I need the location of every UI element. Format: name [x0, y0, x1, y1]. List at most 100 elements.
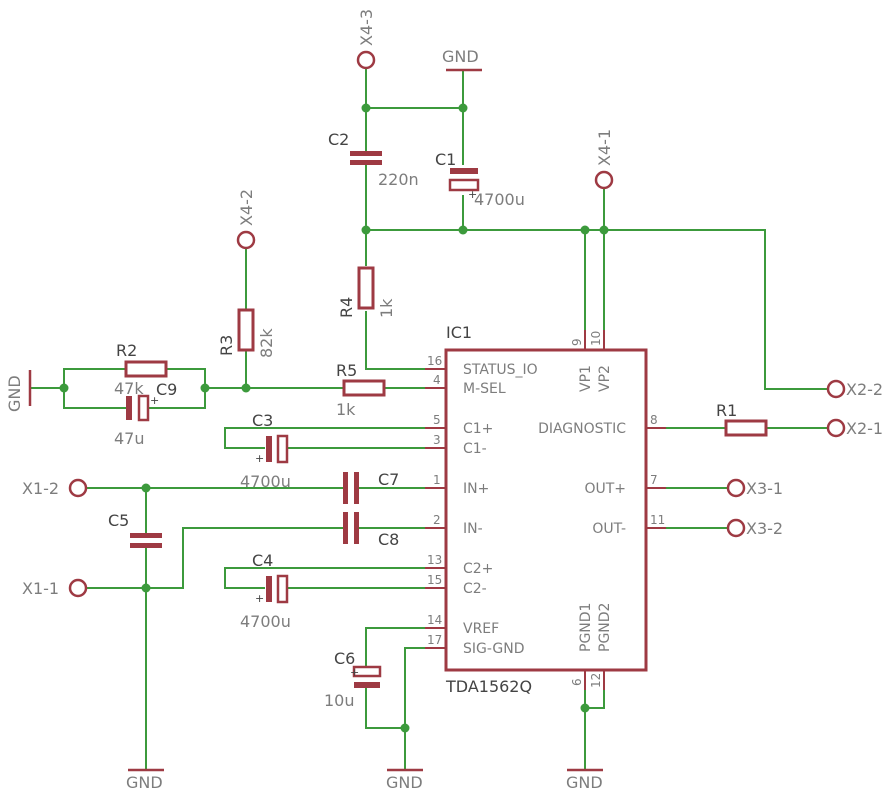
ground-bottom-1: GND [126, 768, 164, 792]
pin-label-vp2: VP2 [597, 365, 613, 392]
pin-label-siggnd: SIG-GND [463, 641, 525, 657]
connector-x4-2: X4-2 [236, 189, 256, 250]
capacitor-c6: + C6 10u [324, 649, 382, 710]
ground-bottom-1-label: GND [126, 773, 163, 792]
r5-value: 1k [336, 400, 356, 419]
ground-bottom-3: GND [566, 768, 603, 792]
x3-1-label: X3-1 [746, 479, 783, 498]
c1-plus: + [468, 188, 477, 201]
ground-top: GND [442, 47, 482, 72]
pin-label-pgnd2: PGND2 [597, 603, 613, 652]
ground-bottom-3-label: GND [566, 773, 603, 792]
pin-label-inm: IN- [463, 521, 483, 537]
connector-x4-3: X4-3 [356, 9, 376, 70]
pin-num-8: 8 [650, 413, 658, 427]
pin-label-vref: VREF [463, 621, 499, 637]
ic1-body [444, 348, 648, 672]
capacitor-c1: + C1 4700u [435, 150, 525, 209]
connector-x3-1: X3-1 [726, 478, 783, 498]
ic1-name: IC1 [446, 323, 472, 342]
pin-num-14: 14 [427, 613, 442, 627]
resistor-r4: R4 1k [337, 266, 396, 318]
pin-label-pgnd1: PGND1 [578, 603, 594, 652]
c9-name: C9 [156, 380, 177, 399]
c8-name: C8 [378, 530, 399, 549]
resistor-r5: R5 1k [336, 361, 386, 419]
capacitor-c8: C8 [343, 512, 399, 549]
pin-num-7: 7 [650, 473, 658, 487]
x4-1-label: X4-1 [595, 129, 614, 166]
pin-num-9: 9 [570, 338, 584, 346]
c2-value: 220n [378, 170, 419, 189]
junctions [59, 103, 609, 733]
c3-plus: + [255, 452, 264, 465]
c4-plus: + [255, 592, 264, 605]
pin-num-12: 12 [589, 673, 603, 688]
connector-x2-2: X2-2 [826, 379, 883, 399]
c3-value: 4700u [240, 472, 291, 491]
ground-bottom-2-label: GND [386, 773, 423, 792]
pin-label-outm: OUT- [592, 521, 626, 537]
pin-label-c1p: C1+ [463, 421, 493, 437]
ground-left: GND [5, 370, 32, 412]
pin-num-15: 15 [427, 573, 442, 587]
c3-name: C3 [252, 411, 273, 430]
c6-value: 10u [324, 691, 355, 710]
c4-name: C4 [252, 551, 273, 570]
pin-label-outp: OUT+ [584, 481, 626, 497]
connector-x4-1: X4-1 [594, 129, 614, 190]
r4-name: R4 [337, 297, 356, 318]
r1-name: R1 [716, 401, 737, 420]
c7-name: C7 [378, 470, 399, 489]
capacitor-c2: C2 220n [328, 130, 419, 189]
pin-label-status: STATUS_IO [463, 362, 538, 378]
pin-label-c2p: C2+ [463, 561, 493, 577]
ground-top-label: GND [442, 47, 479, 66]
r2-value: 47k [114, 379, 144, 398]
connector-x1-1: X1-1 [22, 578, 88, 598]
pin-label-msel: M-SEL [463, 381, 506, 397]
pin-num-6: 6 [570, 678, 584, 686]
pin-num-10: 10 [589, 331, 603, 346]
pin-label-c1m: C1- [463, 441, 487, 457]
capacitor-c3: + C3 4700u [240, 411, 291, 491]
c9-value: 47u [114, 429, 145, 448]
c2-name: C2 [328, 130, 349, 149]
r5-name: R5 [336, 361, 357, 380]
pin-label-diag: DIAGNOSTIC [538, 421, 626, 437]
ground-bottom-2: GND [386, 768, 423, 792]
c1-value: 4700u [474, 190, 525, 209]
pin-num-11: 11 [650, 513, 665, 527]
c5-name: C5 [108, 511, 129, 530]
x1-1-label: X1-1 [22, 579, 59, 598]
ic1: IC1 TDA1562Q STATUS_IO M-SEL C1+ C1- IN+… [425, 323, 666, 696]
capacitor-c9: + C9 47u [114, 380, 177, 448]
pin-num-1: 1 [433, 473, 441, 487]
pin-num-4: 4 [433, 373, 441, 387]
pin-num-3: 3 [433, 433, 441, 447]
pin-num-2: 2 [433, 513, 441, 527]
x1-2-label: X1-2 [22, 479, 59, 498]
c6-name: C6 [334, 649, 355, 668]
pin-num-5: 5 [433, 413, 441, 427]
connector-x2-1: X2-1 [826, 418, 883, 438]
pin-num-17: 17 [427, 633, 442, 647]
r3-name: R3 [217, 335, 236, 356]
c4-value: 4700u [240, 612, 291, 631]
c9-plus: + [150, 394, 159, 407]
pin-label-c2m: C2- [463, 581, 487, 597]
x4-3-label: X4-3 [357, 9, 376, 46]
resistor-r2: R2 47k [114, 341, 168, 398]
capacitor-c4: + C4 4700u [240, 551, 291, 631]
resistor-r1: R1 [716, 401, 768, 437]
connector-x1-2: X1-2 [22, 478, 88, 498]
ic1-value: TDA1562Q [445, 677, 532, 696]
r2-name: R2 [116, 341, 137, 360]
capacitor-c7: C7 [343, 470, 399, 504]
x2-1-label: X2-1 [846, 419, 883, 438]
x3-2-label: X3-2 [746, 519, 783, 538]
c6-plus: + [350, 666, 359, 679]
x4-2-label: X4-2 [237, 189, 256, 226]
connector-x3-2: X3-2 [726, 518, 783, 538]
